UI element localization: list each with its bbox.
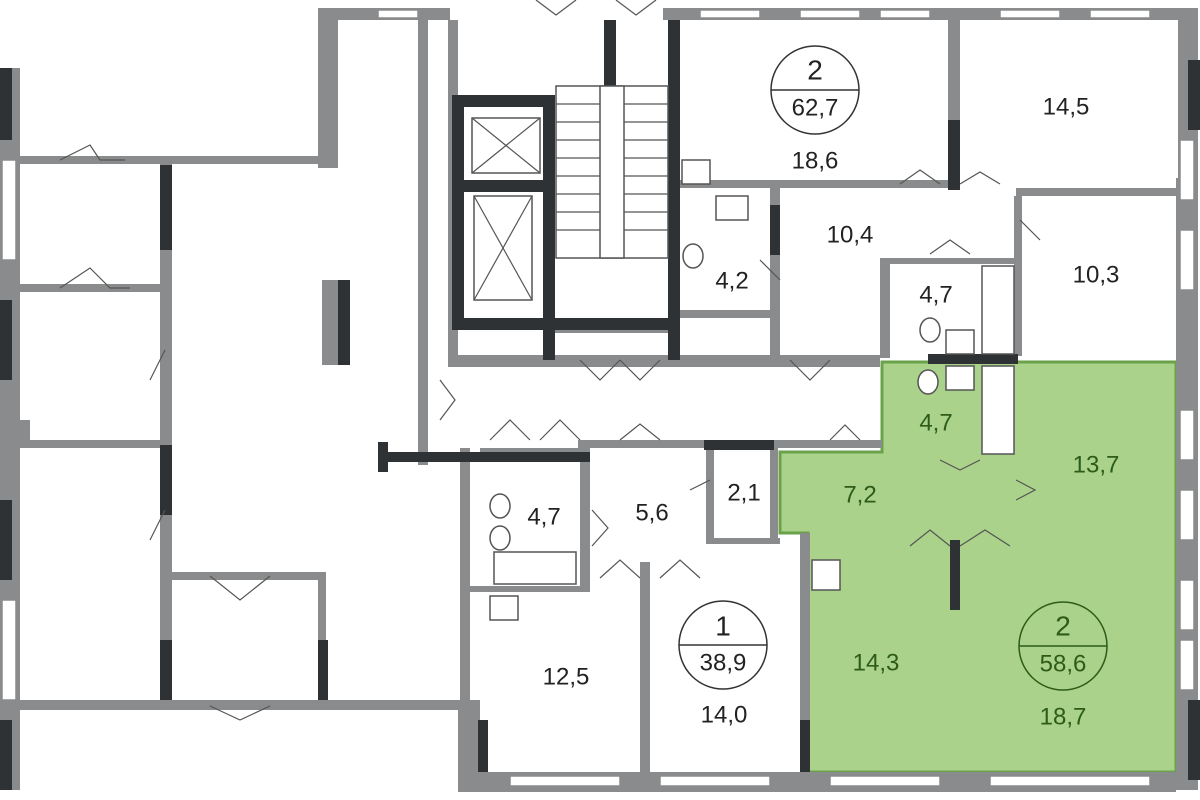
toilet-icon xyxy=(917,369,939,395)
toilet-icon xyxy=(682,243,704,269)
apartment-rooms: 2 xyxy=(807,54,823,85)
apartment-area: 58,6 xyxy=(1040,650,1087,677)
room-area-label[interactable]: 7,2 xyxy=(843,481,876,508)
toilet-icon xyxy=(489,525,511,551)
room-area-label[interactable]: 18,6 xyxy=(792,147,839,174)
room-area-label[interactable]: 10,4 xyxy=(827,221,874,248)
room-area-label[interactable]: 14,0 xyxy=(701,701,748,728)
room-area-label[interactable]: 5,6 xyxy=(635,499,668,526)
room-area-label[interactable]: 4,7 xyxy=(919,409,952,436)
apartment-area: 62,7 xyxy=(792,94,839,121)
sink-icon xyxy=(811,559,841,591)
bathtub-icon xyxy=(981,365,1015,455)
windows xyxy=(1,9,1195,787)
sink-icon xyxy=(489,595,519,621)
apartment-badge-3[interactable]: 2 58,6 xyxy=(1018,601,1108,691)
doors xyxy=(59,0,1041,721)
apartment-area: 38,9 xyxy=(700,649,747,676)
room-area-label[interactable]: 12,5 xyxy=(543,663,590,690)
bathtub-icon xyxy=(493,551,577,585)
room-area-label[interactable]: 4,2 xyxy=(715,267,748,294)
room-area-label[interactable]: 4,7 xyxy=(919,281,952,308)
apartment-badge-2[interactable]: 1 38,9 xyxy=(678,600,768,690)
room-area-label[interactable]: 18,7 xyxy=(1040,703,1087,730)
staircase xyxy=(555,85,669,259)
sink-icon xyxy=(681,159,711,185)
apartment-rooms: 2 xyxy=(1055,610,1071,641)
room-area-label[interactable]: 14,3 xyxy=(853,649,900,676)
sink-icon xyxy=(945,365,975,391)
toilet-icon xyxy=(919,317,941,343)
bathtub-icon xyxy=(981,265,1015,355)
room-area-label[interactable]: 10,3 xyxy=(1073,261,1120,288)
apartment-badge-1[interactable]: 2 62,7 xyxy=(770,45,860,135)
fixtures xyxy=(489,159,1015,621)
toilet-icon xyxy=(489,493,511,519)
structural-walls xyxy=(0,20,1200,790)
sink-icon xyxy=(945,329,975,355)
room-area-label[interactable]: 14,5 xyxy=(1043,93,1090,120)
room-area-label[interactable]: 4,7 xyxy=(527,503,560,530)
room-labels: 14,5 18,6 10,4 10,3 4,2 4,7 4,7 7,2 13,7… xyxy=(527,93,1119,730)
apartment-rooms: 1 xyxy=(715,610,731,641)
stair-core xyxy=(471,85,669,301)
sink-icon xyxy=(715,195,749,221)
room-area-label[interactable]: 13,7 xyxy=(1073,451,1120,478)
room-area-label[interactable]: 2,1 xyxy=(727,479,760,506)
